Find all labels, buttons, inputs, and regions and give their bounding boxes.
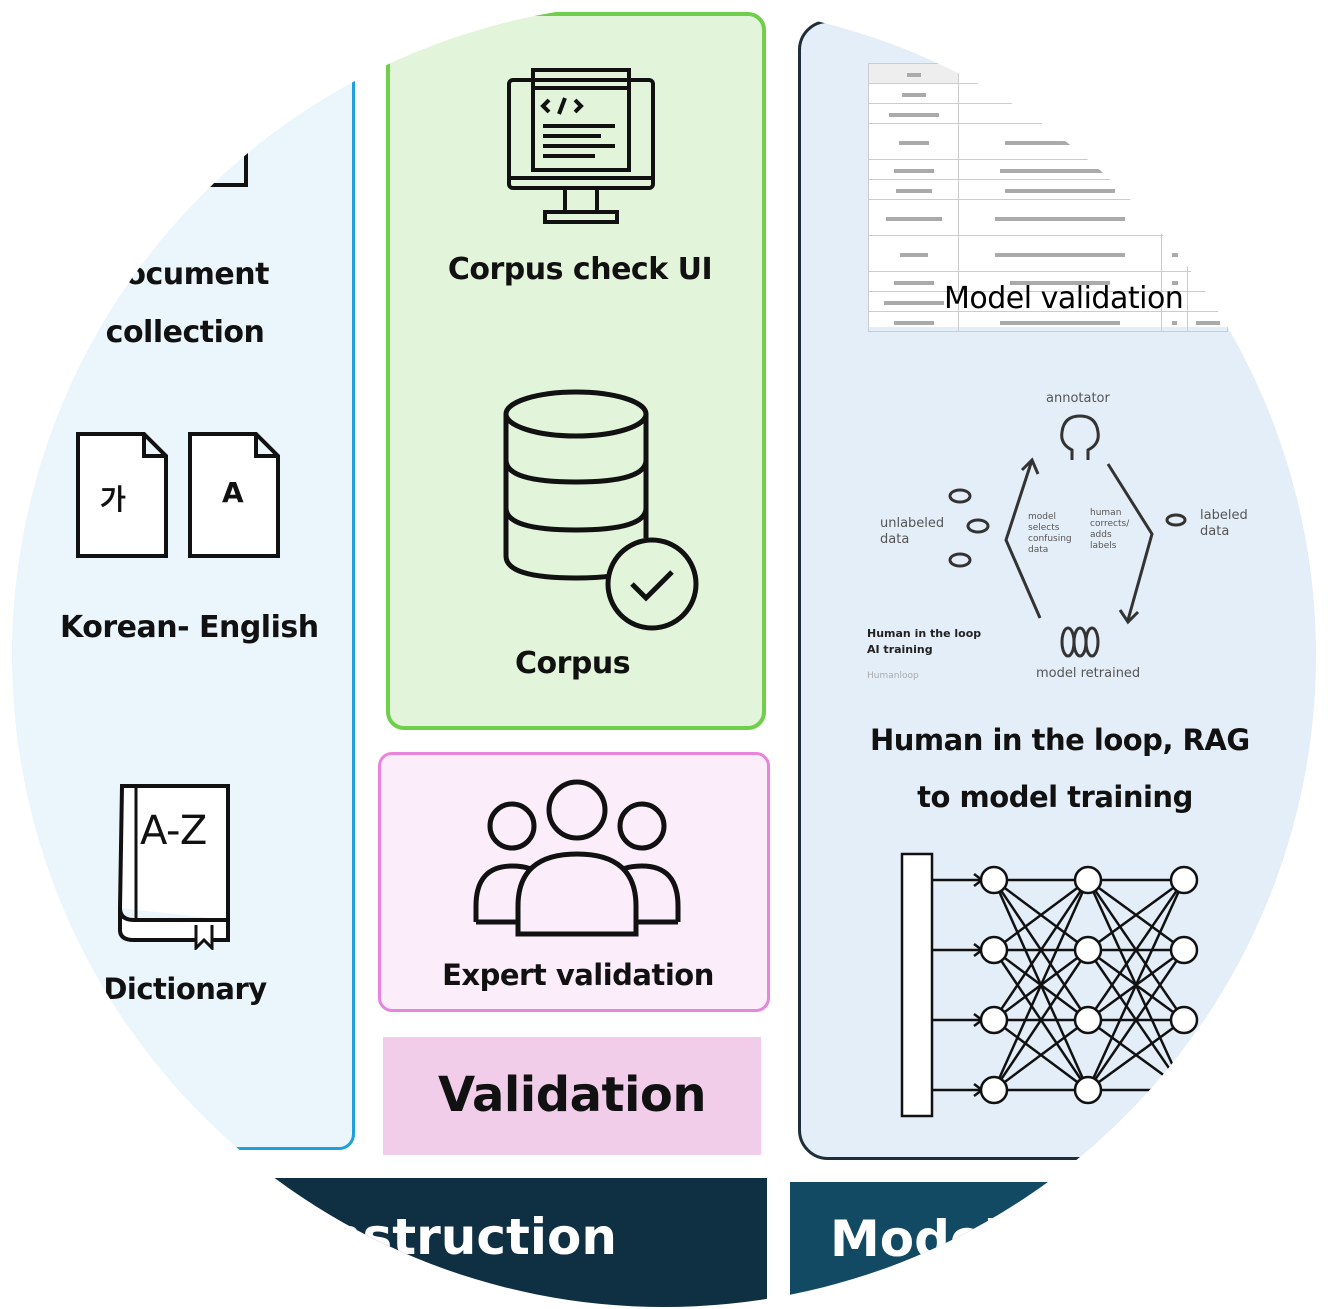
database-check-icon: [503, 389, 699, 631]
expert-group-icon: [473, 779, 681, 937]
korean-english-label: Korean- English: [60, 610, 319, 645]
neuron: [979, 1075, 1009, 1105]
model-label: Model: [830, 1210, 1001, 1268]
model-validation-label: Model validation: [944, 281, 1184, 316]
human-corrects-label: human corrects/ adds labels: [1090, 508, 1130, 551]
unlabeled-data-label: unlabeled data: [880, 516, 945, 547]
neural-network-icon: [900, 852, 1199, 1118]
validation-band: Validation: [383, 1037, 761, 1155]
korean-glyph: 가: [100, 483, 126, 516]
corpus-construction-label: Corpus construction: [48, 1208, 617, 1266]
corpus-construction-bar: Corpus construction: [12, 1178, 767, 1307]
corpus-check-ui-label: Corpus check UI: [447, 252, 713, 287]
expert-validation-label: Expert validation: [442, 958, 714, 992]
validation-label: Validation: [437, 1067, 707, 1123]
english-glyph: A: [222, 476, 244, 509]
neuron: [1169, 1075, 1199, 1105]
az-glyph: A-Z: [140, 808, 207, 854]
humanloop-credit: Humanloop: [867, 671, 919, 681]
neuron: [1073, 1075, 1103, 1105]
document-icon: [188, 130, 248, 187]
dictionary-label: Dictionary: [103, 972, 267, 1006]
neuron: [1073, 935, 1103, 965]
neuron: [1169, 935, 1199, 965]
model-retrained-label: model retrained: [1036, 666, 1141, 681]
dictionary-book-icon: [117, 784, 230, 950]
model-selects-label: model selects confusing data: [1028, 512, 1072, 555]
neuron: [1073, 1005, 1103, 1035]
neuron: [979, 1005, 1009, 1035]
neuron: [1169, 1005, 1199, 1035]
monitor-code-icon: [507, 68, 655, 224]
labeled-data-label: labeled data: [1200, 508, 1248, 539]
corpus-label: Corpus: [514, 646, 631, 681]
corpus-panel: [386, 12, 766, 730]
annotator-label: annotator: [1046, 391, 1110, 406]
korean-english-documents-icon: [76, 432, 280, 558]
human-in-loop-diagram: [948, 414, 1187, 658]
neuron: [979, 935, 1009, 965]
neuron: [1073, 865, 1103, 895]
neuron: [979, 865, 1009, 895]
model-validation-table-image: Model validation: [868, 63, 1228, 332]
model-bar: Model: [790, 1182, 1316, 1307]
neuron: [1169, 865, 1199, 895]
